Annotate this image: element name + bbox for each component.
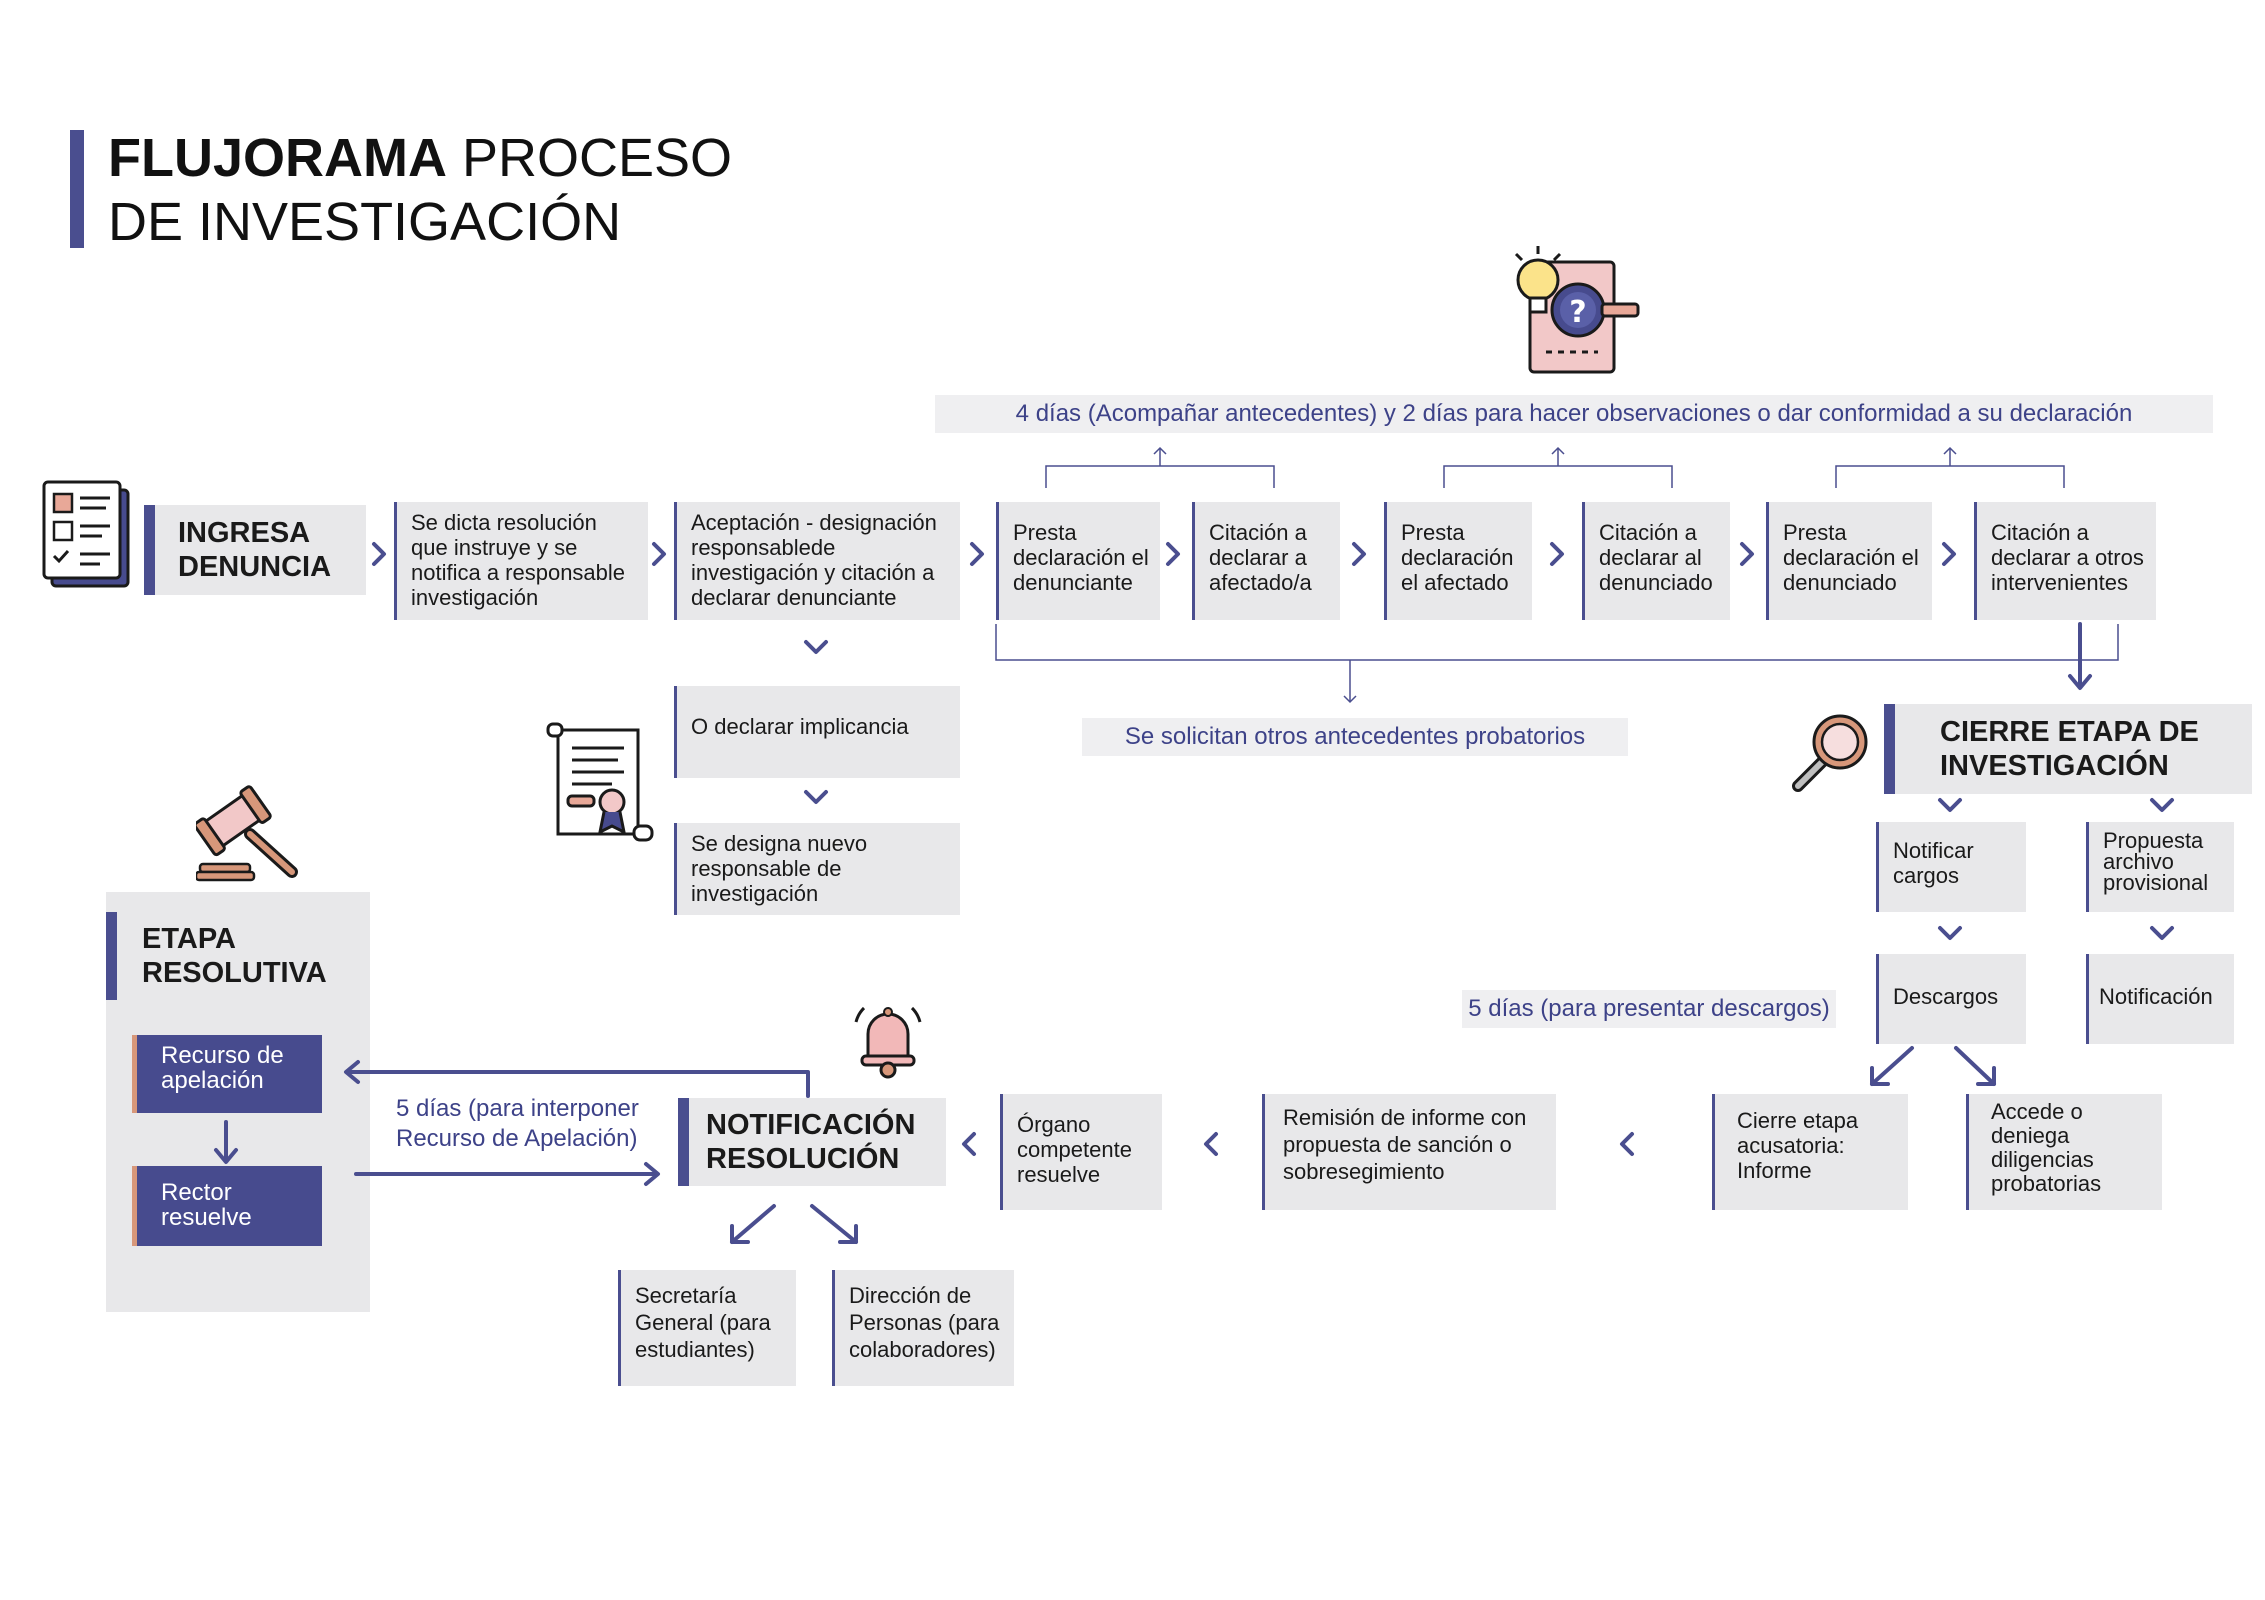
note-top: 4 días (Acompañar antecedentes) y 2 días… xyxy=(935,395,2213,433)
box-citacion-otros: Citación a declarar a otros intervenient… xyxy=(1974,502,2156,620)
note-descargos: 5 días (para presentar descargos) xyxy=(1462,990,1836,1028)
box-cierre-acusatoria: Cierre etapa acusatoria: Informe xyxy=(1712,1094,1908,1210)
note-apelacion: 5 días (para interponer Recurso de Apela… xyxy=(396,1094,639,1154)
svg-text:?: ? xyxy=(1569,295,1586,330)
box-descargos: Descargos xyxy=(1876,954,2026,1044)
box-citacion-denunciado: Citación a declarar al denunciado xyxy=(1582,502,1730,620)
title-bar xyxy=(70,130,84,248)
header-ingresa-label: INGRESA DENUNCIA xyxy=(178,517,332,583)
etapa-title: ETAPA RESOLUTIVA xyxy=(142,923,327,989)
note-apelacion-line1: 5 días (para interponer xyxy=(396,1095,639,1122)
bell-icon xyxy=(848,1000,928,1085)
box-propuesta-archivo: Propuesta archivo provisional xyxy=(2086,822,2234,912)
box-aceptacion: Aceptación - designación responsablede i… xyxy=(674,502,960,620)
header-ingresa-denuncia: INGRESA DENUNCIA xyxy=(144,505,366,595)
box-organo-resuelve: Órgano competente resuelve xyxy=(1000,1094,1162,1210)
rector-resuelve-box: Rector resuelve xyxy=(132,1166,322,1246)
etapa-bar xyxy=(106,912,117,1000)
header-notificacion-label: NOTIFICACIÓN RESOLUCIÓN xyxy=(706,1109,916,1175)
header-cierre-investigacion: CIERRE ETAPA DE INVESTIGACIÓN xyxy=(1884,704,2252,794)
box-notificar-cargos: Notificar cargos xyxy=(1876,822,2026,912)
magnifier-icon xyxy=(1790,712,1872,799)
box-direccion-personas: Dirección de Personas (para colaboradore… xyxy=(832,1270,1014,1386)
header-cierre-label: CIERRE ETAPA DE INVESTIGACIÓN xyxy=(1940,716,2199,782)
title-line2: DE INVESTIGACIÓN xyxy=(108,192,622,252)
note-apelacion-line2: Recurso de Apelación) xyxy=(396,1125,638,1152)
box-accede-deniega: Accede o deniega diligencias probatorias xyxy=(1966,1094,2162,1210)
box-notificacion: Notificación xyxy=(2086,954,2234,1044)
box-presta-denunciante: Presta declaración el denunciante xyxy=(996,502,1160,620)
idea-document-icon: ? xyxy=(1506,240,1646,381)
header-notificacion-resolucion: NOTIFICACIÓN RESOLUCIÓN xyxy=(678,1098,946,1186)
gavel-icon xyxy=(193,782,300,887)
title-rest: PROCESO xyxy=(446,128,733,188)
title-bold: FLUJORAMA xyxy=(108,128,447,188)
box-declarar-implicancia: O declarar implicancia xyxy=(674,686,960,778)
certificate-icon xyxy=(546,722,658,849)
checklist-icon xyxy=(42,480,134,595)
page-title: FLUJORAMA PROCESO DE INVESTIGACIÓN xyxy=(108,126,732,254)
note-middle: Se solicitan otros antecedentes probator… xyxy=(1082,718,1628,756)
box-remision-informe: Remisión de informe con propuesta de san… xyxy=(1262,1094,1556,1210)
box-nuevo-responsable: Se designa nuevo responsable de investig… xyxy=(674,823,960,915)
box-secretaria-general: Secretaría General (para estudiantes) xyxy=(618,1270,796,1386)
box-presta-denunciado: Presta declaración el denunciado xyxy=(1766,502,1932,620)
box-dicta-resolucion: Se dicta resolución que instruye y se no… xyxy=(394,502,648,620)
box-citacion-afectado: Citación a declarar a afectado/a xyxy=(1192,502,1340,620)
box-presta-afectado: Presta declaración el afectado xyxy=(1384,502,1532,620)
recurso-apelacion-box: Recurso de apelación xyxy=(132,1035,322,1113)
